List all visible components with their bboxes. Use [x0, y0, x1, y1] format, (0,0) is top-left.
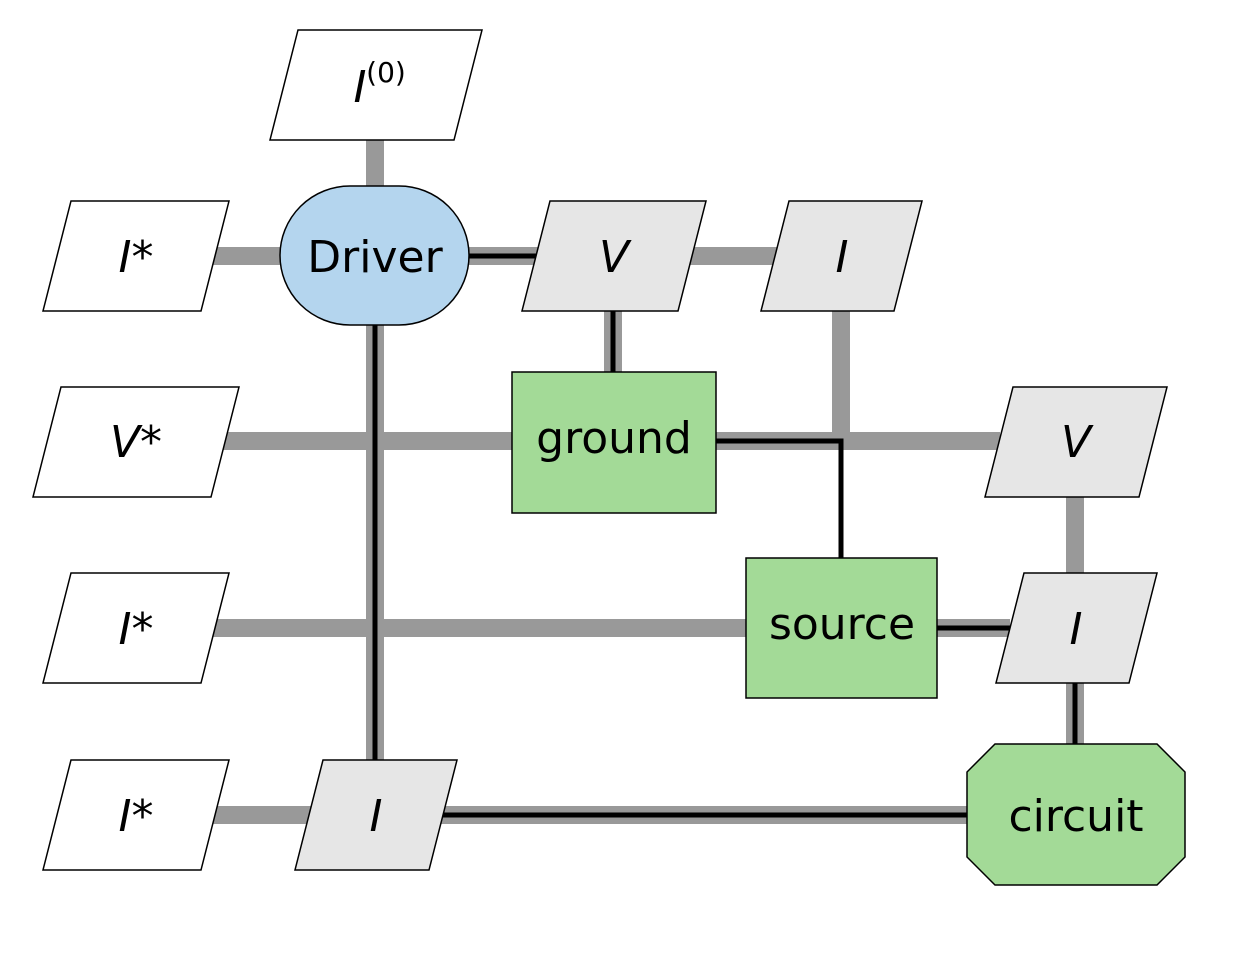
node-i-right: I [995, 572, 1158, 684]
source-shape [745, 557, 938, 699]
node-source: source [745, 557, 938, 699]
v-right-label: V [1061, 417, 1094, 468]
driver-shape [279, 185, 470, 326]
node-i-star-3: I* [42, 759, 230, 871]
i-right-label: I [1070, 604, 1083, 655]
node-i-star-1: I* [42, 200, 230, 312]
i0-superscript: (0) [366, 56, 406, 89]
circuit-label: circuit [1008, 791, 1143, 842]
node-i-bottom: I [294, 759, 458, 871]
i-star-3-label: I* [119, 791, 154, 842]
node-i-top: I [760, 200, 923, 312]
i-bottom-shape [294, 759, 458, 871]
ground-label: ground [536, 413, 692, 464]
v-top-label: V [599, 232, 632, 283]
black-wires [372, 253, 1078, 818]
i-star-1-shape [42, 200, 230, 312]
node-ground: ground [511, 371, 717, 514]
v-right-shape [984, 386, 1168, 498]
i-right-shape [995, 572, 1158, 684]
i-bottom-label: I [370, 791, 383, 842]
i0-label: I [354, 62, 367, 113]
i0-shape [269, 29, 483, 141]
node-v-star: V* [32, 386, 240, 498]
driver-label: Driver [307, 232, 443, 283]
i-star-2-shape [42, 572, 230, 684]
node-v-right: V [984, 386, 1168, 498]
node-v-top: V [521, 200, 707, 312]
i-star-2-label: I* [119, 604, 154, 655]
circuit-shape [966, 743, 1186, 886]
source-label: source [769, 599, 915, 650]
ground-shape [511, 371, 717, 514]
path-ground-source [716, 438, 844, 558]
node-i-star-2: I* [42, 572, 230, 684]
v-star-label: V* [110, 417, 162, 468]
node-driver: Driver [279, 185, 470, 326]
i-top-label: I [836, 232, 849, 283]
v-top-shape [521, 200, 707, 312]
i-star-1-label: I* [119, 232, 154, 283]
node-i0: I (0) [269, 29, 483, 141]
node-circuit: circuit [966, 743, 1186, 886]
i-star-3-shape [42, 759, 230, 871]
i-top-shape [760, 200, 923, 312]
v-star-shape [32, 386, 240, 498]
